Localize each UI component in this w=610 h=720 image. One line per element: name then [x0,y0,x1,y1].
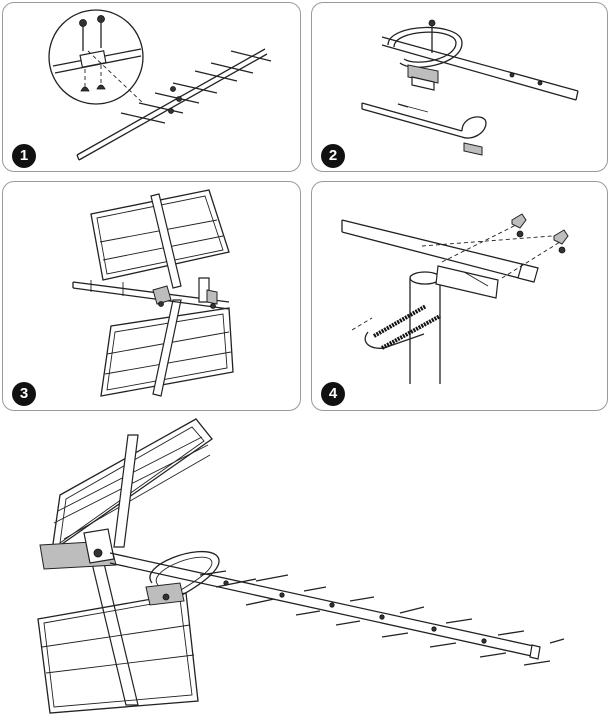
step-2-panel: 2 [311,2,608,172]
reflector-attachment-illustration [72,189,234,397]
step-number-badge: 2 [321,144,345,168]
mast-mounting-illustration [341,213,569,384]
step-4-panel: 4 [311,181,608,411]
step-number-badge: 3 [12,382,36,406]
step-3-panel: 3 [2,181,301,411]
assembled-antenna-illustration [37,418,565,714]
dipole-clamp-illustration [361,19,579,156]
boom-assembly-illustration [48,9,272,161]
step-1-panel: 1 [2,2,301,172]
step-number-badge: 1 [12,144,36,168]
step-number-badge: 4 [321,382,345,406]
